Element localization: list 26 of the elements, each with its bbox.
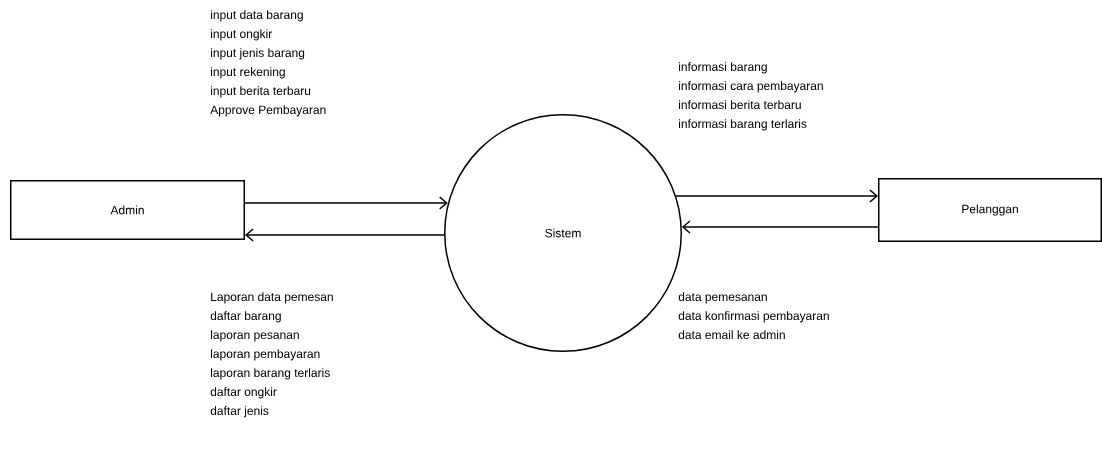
entity-box: Pelanggan bbox=[878, 178, 1102, 242]
edge-label: daftar barang bbox=[210, 311, 281, 323]
edge-label: informasi barang terlaris bbox=[679, 119, 807, 131]
edge-label: informasi barang informasi cara pembayaran informasi berita terbaru informasi barang terlaris bbox=[679, 62, 823, 131]
arrow bbox=[681, 220, 879, 234]
edge-label: informasi berita terbaru bbox=[679, 100, 801, 109]
edge-label: Laporan data pemesan daftar barang laporan pesanan laporan pembayaran laporan barang terlaris daftar ongkir daftar jenis bbox=[210, 292, 333, 418]
edge-label: laporan pesanan bbox=[211, 330, 299, 342]
edge-label: input data barang bbox=[211, 10, 303, 22]
arrow bbox=[245, 228, 445, 242]
edge-label: informasi cara pembayaran bbox=[679, 81, 823, 93]
arrow bbox=[675, 189, 878, 203]
arrow bbox=[244, 196, 448, 210]
edge-label: input rekening bbox=[211, 67, 285, 79]
edge-label: input ongkir bbox=[211, 29, 273, 41]
edge-label: input jenis barang bbox=[211, 48, 305, 60]
edge-label: daftar jenis bbox=[210, 406, 269, 418]
edge-label: Approve Pembayaran bbox=[210, 105, 326, 117]
edge-label: Laporan data pemesan bbox=[211, 292, 333, 304]
edge-label: input data barang input ongkir input jenis barang input rekening input berita terbaru Approve Pembayaran bbox=[210, 10, 326, 117]
edge-label: laporan pembayaran bbox=[211, 349, 320, 361]
edge-label: laporan barang terlaris bbox=[211, 368, 330, 380]
edge-label: input berita terbaru bbox=[211, 86, 311, 98]
edge-label: daftar ongkir bbox=[210, 387, 277, 399]
entity-box: Admin bbox=[10, 180, 245, 240]
edge-label: informasi barang bbox=[679, 62, 767, 74]
